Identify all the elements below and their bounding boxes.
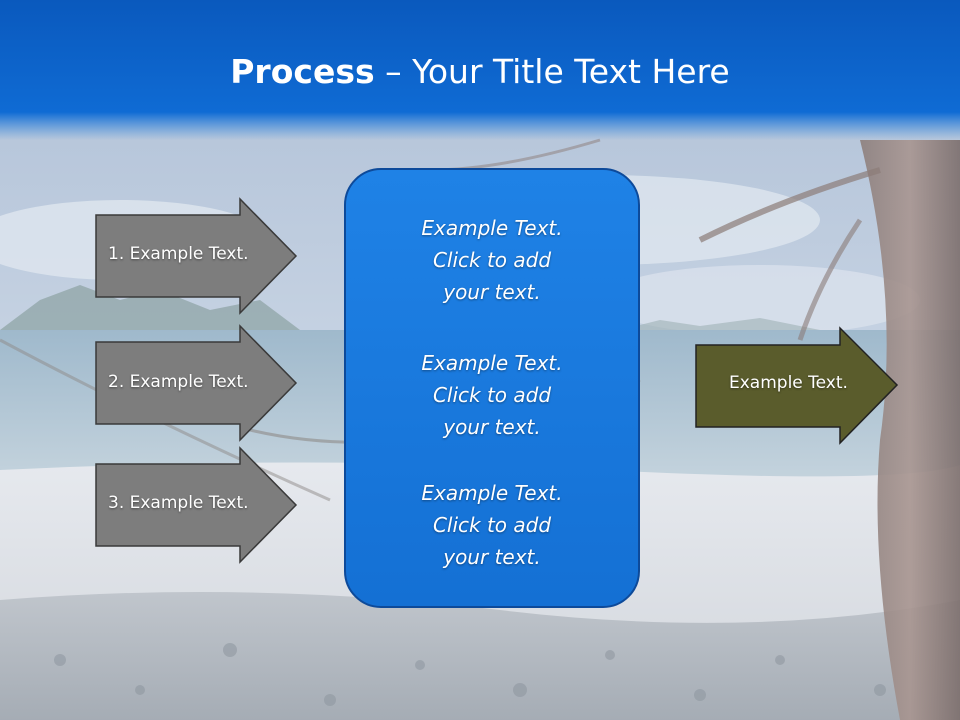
title-bold: Process	[230, 52, 375, 91]
center-text-line: Click to add	[432, 383, 552, 407]
center-text-line: Example Text.	[421, 481, 563, 505]
left-arrow-2[interactable]	[95, 324, 298, 442]
center-text-block-1[interactable]: Example Text. Click to add your text.	[344, 212, 640, 308]
center-text-line: Example Text.	[421, 351, 563, 375]
title-rest: – Your Title Text Here	[374, 52, 730, 91]
center-text-line: Click to add	[432, 248, 552, 272]
center-text-line: your text.	[443, 415, 541, 439]
right-arrow[interactable]	[695, 326, 899, 445]
center-text-block-2[interactable]: Example Text. Click to add your text.	[344, 347, 640, 443]
center-box[interactable]	[344, 168, 640, 608]
slide-title[interactable]: Process – Your Title Text Here	[0, 52, 960, 91]
right-arrow-label[interactable]: Example Text.	[729, 373, 848, 393]
center-text-line: Example Text.	[421, 216, 563, 240]
left-arrow-2-label[interactable]: 2. Example Text.	[108, 372, 249, 392]
left-arrow-1[interactable]	[95, 197, 298, 315]
center-text-line: your text.	[443, 545, 541, 569]
center-text-line: your text.	[443, 280, 541, 304]
center-text-line: Click to add	[432, 513, 552, 537]
title-bar	[0, 0, 960, 140]
left-arrow-3[interactable]	[95, 446, 298, 564]
left-arrow-1-label[interactable]: 1. Example Text.	[108, 244, 249, 264]
left-arrow-3-label[interactable]: 3. Example Text.	[108, 493, 249, 513]
center-text-block-3[interactable]: Example Text. Click to add your text.	[344, 477, 640, 573]
